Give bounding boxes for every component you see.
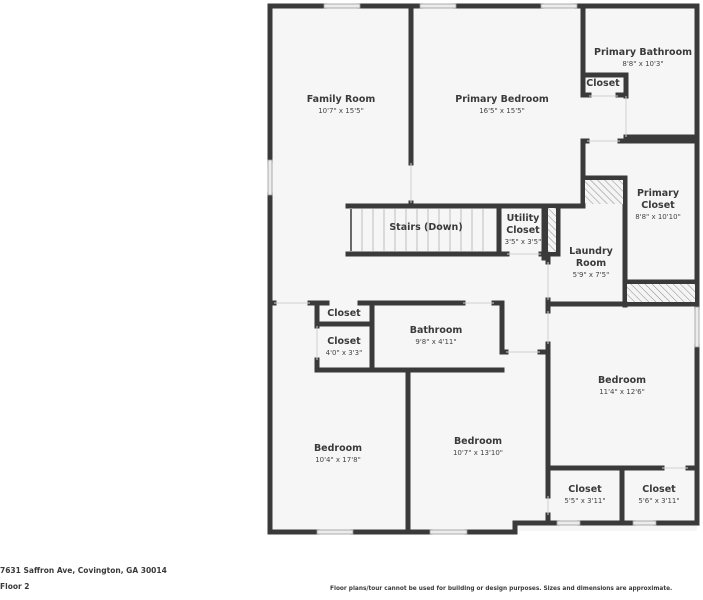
windows [267, 3, 700, 535]
door-openings [274, 95, 688, 515]
stair-treads [361, 209, 484, 251]
room-hall-closet: Closet 4'0" x 3'3" [326, 336, 363, 358]
room-primary-bedroom: Primary Bedroom 16'5" x 15'5" [455, 94, 549, 116]
room-dimensions: 5'6" x 3'11" [638, 497, 680, 505]
room-primary-bathroom: Primary Bathroom 8'8" x 10'3" [594, 47, 692, 69]
room-bedroom-left: Bedroom 10'4" x 17'8" [314, 443, 362, 465]
room-name: Primary Bathroom [594, 47, 692, 58]
room-laundry: Laundry Room 5'9" x 7'5" [566, 246, 616, 280]
room-name: Bathroom [409, 325, 463, 336]
room-name: Family Room [306, 94, 376, 105]
room-dimensions: 9'8" x 4'11" [415, 338, 457, 346]
room-name: Laundry Room [569, 246, 613, 269]
room-dimensions: 10'4" x 17'8" [315, 456, 361, 464]
room-name: Stairs (Down) [389, 222, 463, 233]
room-bedroom-right: Bedroom 11'4" x 12'6" [598, 375, 646, 397]
room-dimensions: 10'7" x 13'10" [452, 449, 504, 457]
room-stairs[interactable]: Stairs (Down) [389, 222, 462, 234]
floor-label: Floor 2 [0, 582, 30, 591]
room-dimensions: 8'8" x 10'3" [622, 60, 664, 68]
room-name: Closet [568, 484, 602, 495]
room-name: Bedroom [453, 436, 503, 447]
room-dimensions: 11'4" x 12'6" [599, 388, 645, 396]
room-hall-closet-top: Closet [327, 308, 360, 320]
room-name: Bedroom [597, 375, 647, 386]
floor-area-bottom [270, 5, 697, 533]
room-name: Closet [327, 308, 361, 319]
room-name: Bedroom [313, 443, 363, 454]
room-dimensions: 8'8" x 10'10" [635, 213, 681, 221]
room-primary-bath-closet: Closet [586, 78, 619, 90]
hatched-chase-1 [585, 180, 623, 204]
disclaimer-text: Floor plans/tour cannot be used for buil… [330, 586, 673, 592]
hatched-chase-3 [548, 208, 556, 252]
room-bathroom: Bathroom 9'8" x 4'11" [410, 325, 463, 347]
room-dimensions: 5'9" x 7'5" [572, 271, 610, 279]
room-dimensions: 4'0" x 3'3" [325, 349, 363, 357]
room-bedroom-middle: Bedroom 10'7" x 13'10" [453, 436, 503, 458]
hatched-chase-2 [627, 284, 695, 302]
room-utility-closet: Utility Closet 3'5" x 3'5" [503, 213, 543, 247]
room-closet-bottom-left: Closet 5'5" x 3'11" [564, 484, 605, 506]
room-dimensions: 5'5" x 3'11" [564, 497, 606, 505]
room-name: Utility Closet [506, 213, 540, 236]
room-family-room: Family Room 10'7" x 15'5" [307, 94, 376, 116]
room-closet-bottom-right: Closet 5'6" x 3'11" [638, 484, 679, 506]
room-name: Primary Bedroom [455, 94, 549, 105]
room-dimensions: 10'7" x 15'5" [318, 107, 364, 115]
room-name: Closet [642, 484, 676, 495]
room-name: Closet [327, 336, 361, 347]
room-name: Closet [586, 78, 620, 89]
room-dimensions: 3'5" x 3'5" [504, 238, 542, 246]
property-address: 7631 Saffron Ave, Covington, GA 30014 [0, 566, 167, 575]
room-name: Primary Closet [636, 188, 680, 211]
room-dimensions: 16'5" x 15'5" [479, 107, 525, 115]
room-primary-closet: Primary Closet 8'8" x 10'10" [633, 188, 683, 222]
